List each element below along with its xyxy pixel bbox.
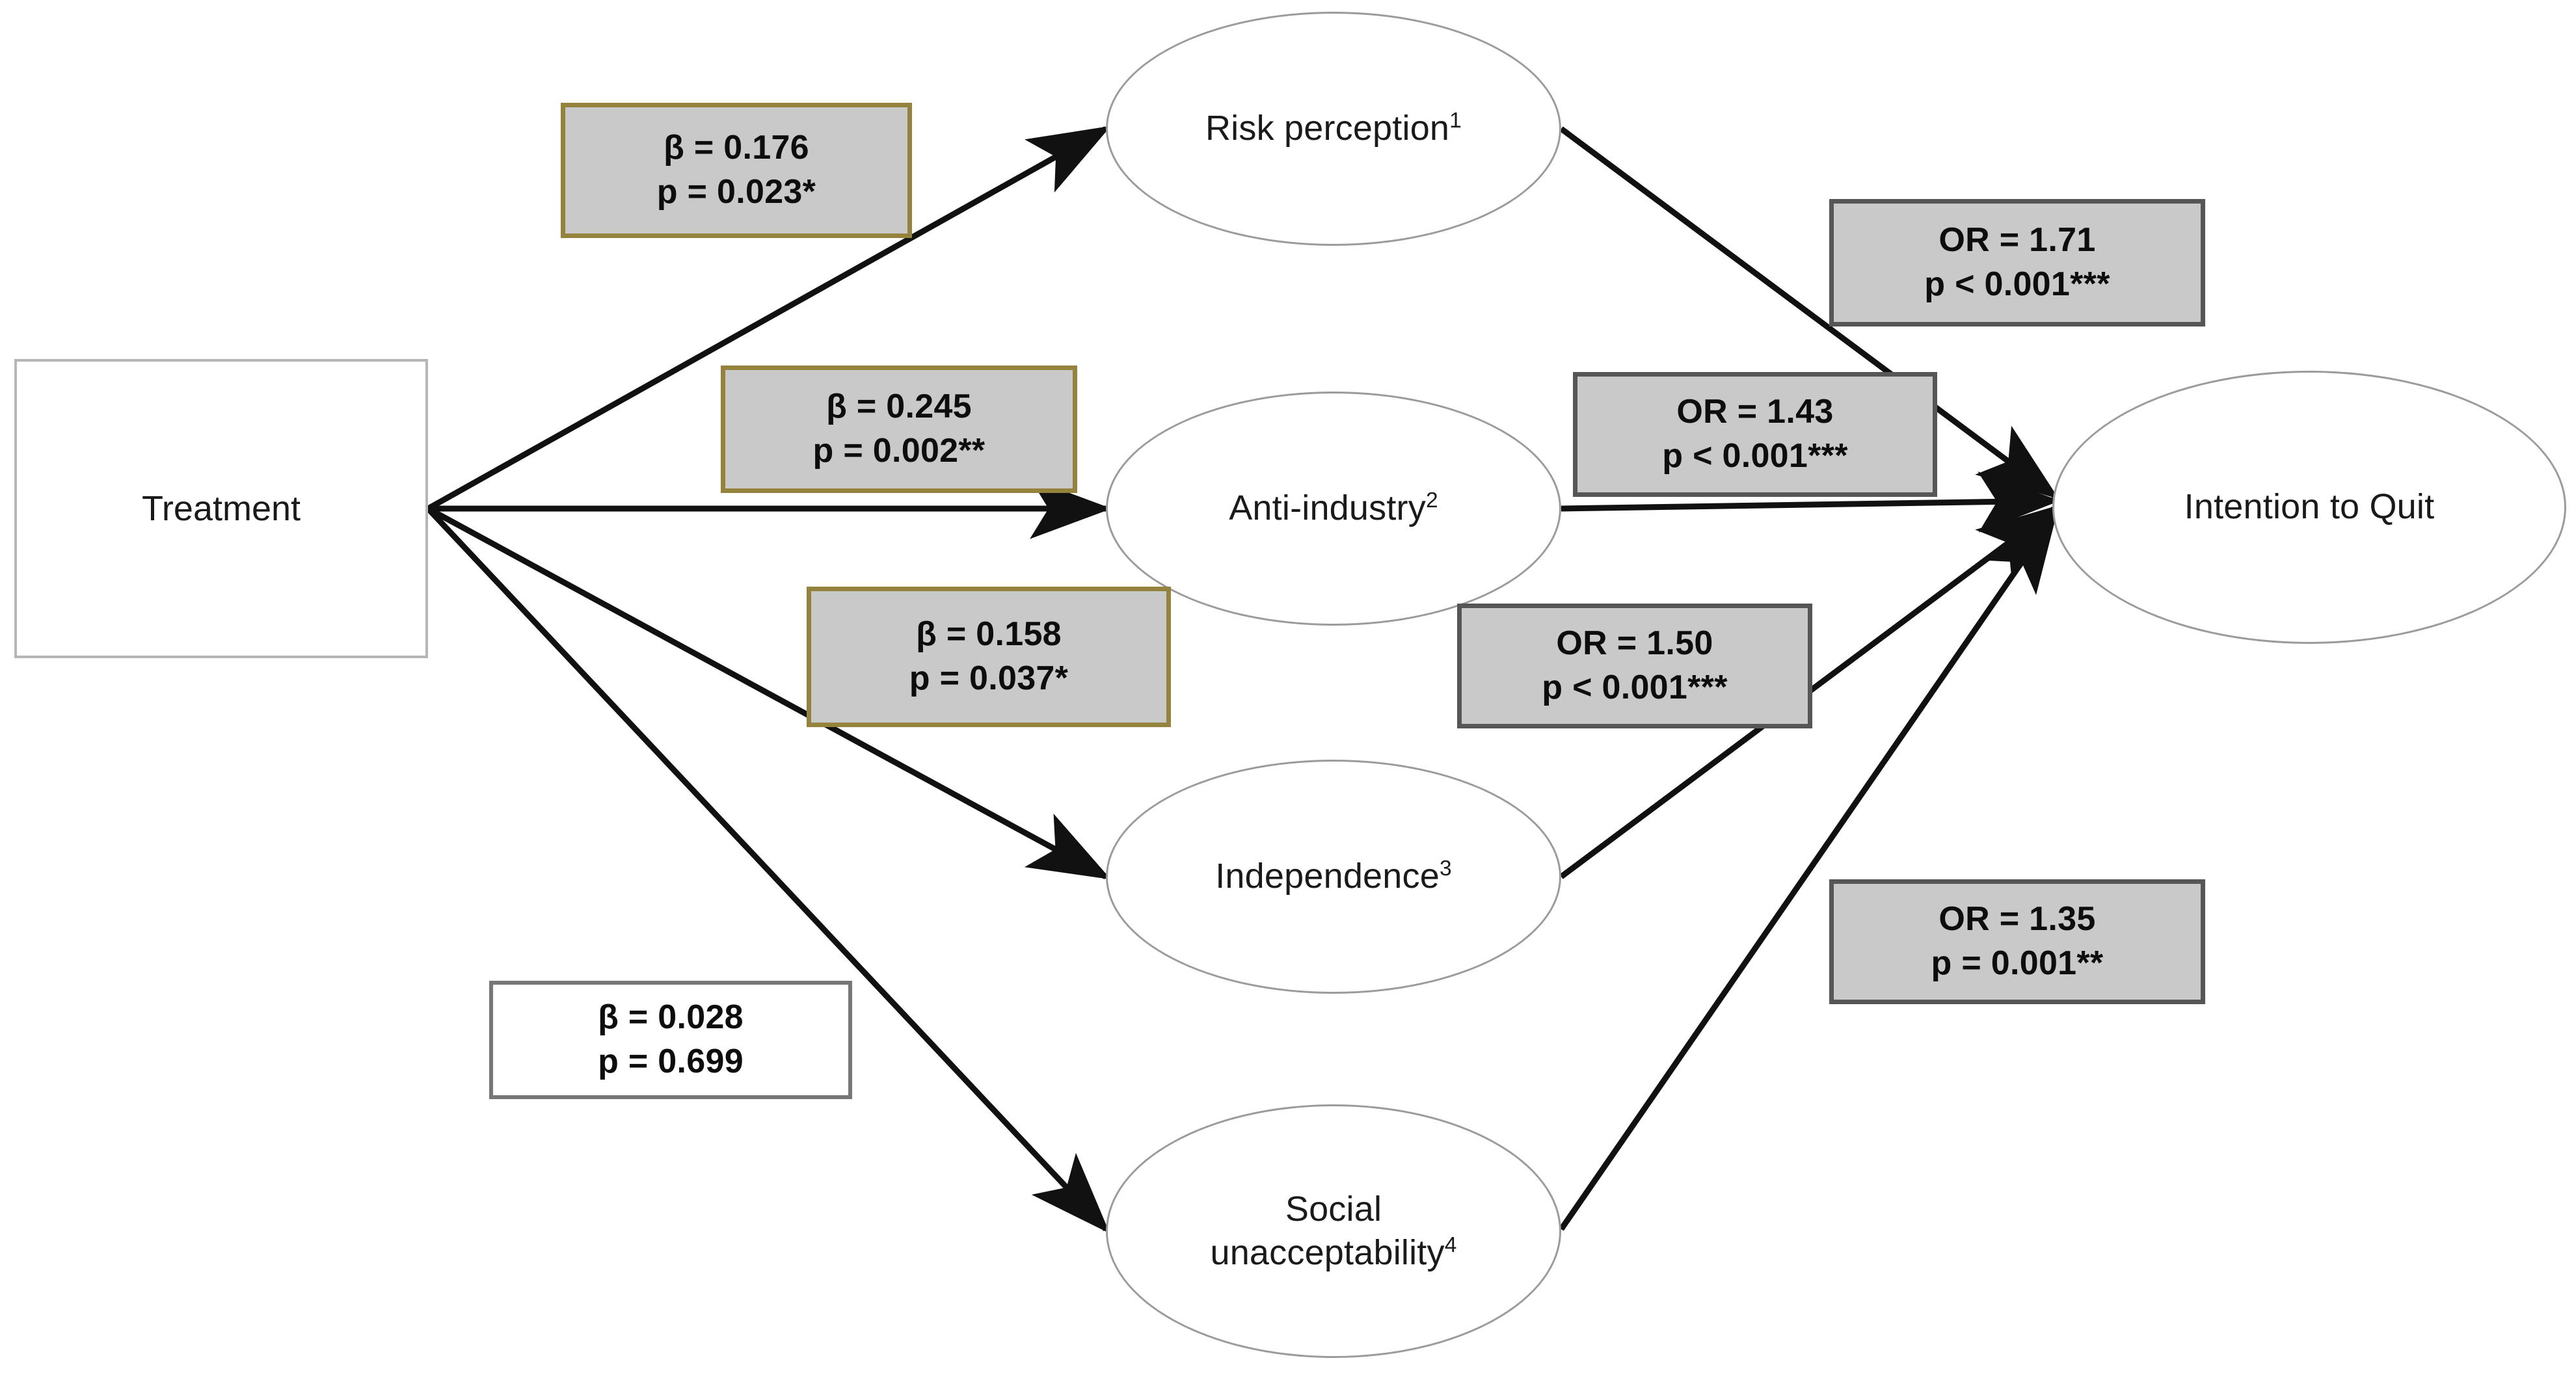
estimate-a2-coefficient: β = 0.245: [826, 388, 972, 426]
node-anti-industry-superscript: 2: [1425, 488, 1438, 513]
node-anti-industry[interactable]: Anti-industry2: [1106, 392, 1561, 626]
node-independence[interactable]: Independence3: [1106, 760, 1561, 994]
node-social-unacceptability-label: Social unacceptability4: [1210, 1189, 1457, 1273]
estimate-a3-pvalue: p = 0.037*: [909, 659, 1069, 697]
estimate-a1-pvalue: p = 0.023*: [656, 173, 816, 211]
node-independence-label: Independence3: [1215, 857, 1452, 896]
estimate-box-b4[interactable]: OR = 1.35 p = 0.001**: [1829, 879, 2205, 1004]
estimate-a1-coefficient: β = 0.176: [664, 129, 809, 167]
edge-social-unacceptability-to-intention-to-quit: [1559, 510, 2058, 1231]
node-risk-perception[interactable]: Risk perception1: [1106, 12, 1561, 246]
estimate-a4-pvalue: p = 0.699: [598, 1043, 744, 1080]
estimate-box-b1[interactable]: OR = 1.71 p < 0.001***: [1829, 199, 2205, 326]
estimate-b2-pvalue: p < 0.001***: [1662, 437, 1848, 475]
edge-treatment-to-independence: [426, 506, 1111, 880]
estimate-b3-pvalue: p < 0.001***: [1542, 669, 1728, 706]
estimate-a3-coefficient: β = 0.158: [916, 615, 1062, 654]
edge-risk-perception-to-intention-to-quit: [1559, 126, 2059, 499]
estimate-b1-pvalue: p < 0.001***: [1924, 265, 2110, 303]
node-risk-perception-superscript: 1: [1449, 109, 1462, 133]
edge-treatment-to-social-unacceptability: [425, 506, 1110, 1234]
estimate-box-b2[interactable]: OR = 1.43 p < 0.001***: [1573, 372, 1937, 497]
node-social-unacceptability-superscript: 4: [1444, 1233, 1457, 1257]
node-intention-to-quit-label: Intention to Quit: [2184, 487, 2435, 527]
estimate-b3-coefficient: OR = 1.50: [1556, 624, 1713, 663]
estimate-box-a3[interactable]: β = 0.158 p = 0.037*: [807, 587, 1171, 727]
estimate-a2-pvalue: p = 0.002**: [812, 432, 986, 470]
node-anti-industry-label: Anti-industry2: [1229, 488, 1438, 528]
edge-anti-industry-to-intention-to-quit: [1561, 472, 2060, 533]
estimate-a4-coefficient: β = 0.028: [598, 998, 744, 1037]
node-treatment-label: Treatment: [141, 489, 301, 528]
node-intention-to-quit[interactable]: Intention to Quit: [2052, 371, 2566, 644]
estimate-box-a2[interactable]: β = 0.245 p = 0.002**: [721, 366, 1077, 493]
edge-treatment-to-risk-perception: [426, 126, 1111, 511]
estimate-box-a4[interactable]: β = 0.028 p = 0.699: [489, 981, 852, 1099]
node-social-unacceptability[interactable]: Social unacceptability4: [1106, 1104, 1561, 1358]
node-independence-superscript: 3: [1439, 857, 1452, 881]
estimate-box-b3[interactable]: OR = 1.50 p < 0.001***: [1457, 604, 1812, 728]
estimate-b4-coefficient: OR = 1.35: [1939, 900, 2096, 938]
estimate-b2-coefficient: OR = 1.43: [1676, 393, 1834, 431]
node-risk-perception-label: Risk perception1: [1205, 109, 1462, 148]
estimate-b4-pvalue: p = 0.001**: [1931, 944, 2104, 982]
node-treatment[interactable]: Treatment: [14, 359, 428, 658]
estimate-box-a1[interactable]: β = 0.176 p = 0.023*: [561, 103, 912, 238]
estimate-b1-coefficient: OR = 1.71: [1939, 221, 2096, 260]
